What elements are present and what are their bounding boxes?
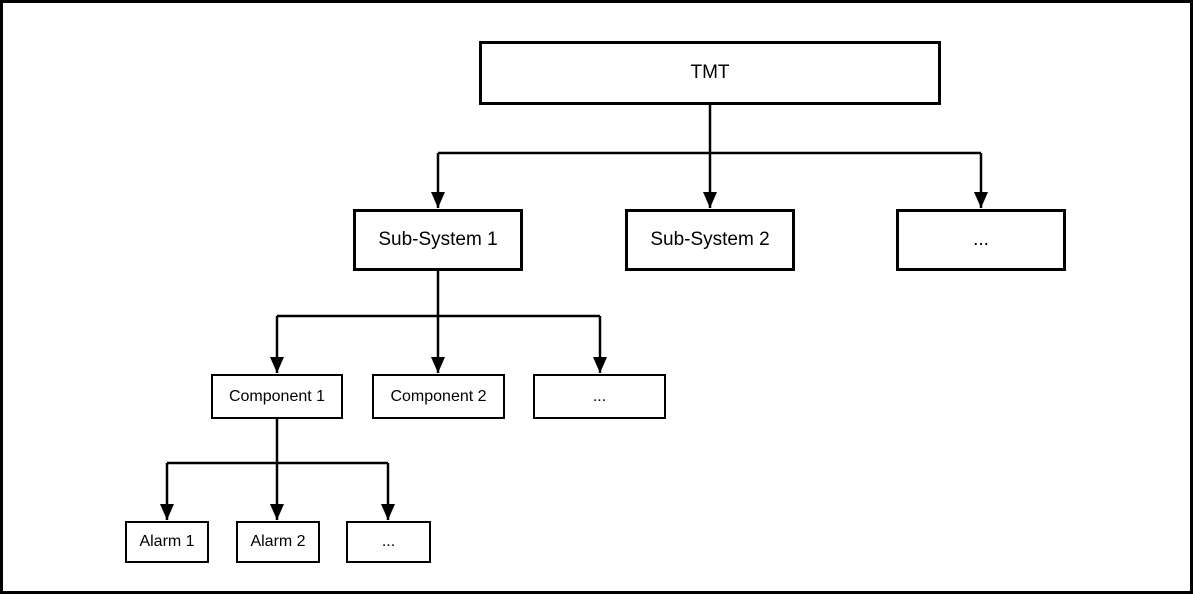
- node-component-ellipsis: ...: [533, 374, 666, 419]
- node-alarm-2: Alarm 2: [236, 521, 320, 563]
- node-alarm-1-label: Alarm 1: [139, 533, 195, 550]
- node-sub-system-2: Sub-System 2: [625, 209, 795, 271]
- node-alarm-ellipsis: ...: [346, 521, 431, 563]
- node-sub-system-ellipsis: ...: [896, 209, 1066, 271]
- node-tmt-label: TMT: [690, 62, 730, 83]
- node-component-1-label: Component 1: [228, 387, 326, 405]
- node-sub-system-1-label: Sub-System 1: [378, 229, 498, 250]
- node-alarm-ellipsis-label: ...: [381, 533, 396, 550]
- tree-connectors: [160, 105, 988, 520]
- connector-root-to-subsystems: [431, 105, 988, 208]
- node-alarm-2-label: Alarm 2: [250, 533, 306, 550]
- node-tmt: TMT: [479, 41, 941, 105]
- node-sub-system-2-label: Sub-System 2: [650, 229, 770, 250]
- connector-component1-to-alarms: [160, 419, 395, 520]
- connector-subsystem1-to-components: [270, 271, 607, 373]
- node-component-1: Component 1: [211, 374, 343, 419]
- node-component-ellipsis-label: ...: [592, 387, 607, 405]
- node-sub-system-1: Sub-System 1: [353, 209, 523, 271]
- node-alarm-1: Alarm 1: [125, 521, 209, 563]
- node-component-2: Component 2: [372, 374, 505, 419]
- node-component-2-label: Component 2: [390, 387, 487, 405]
- node-sub-system-ellipsis-label: ...: [973, 229, 989, 250]
